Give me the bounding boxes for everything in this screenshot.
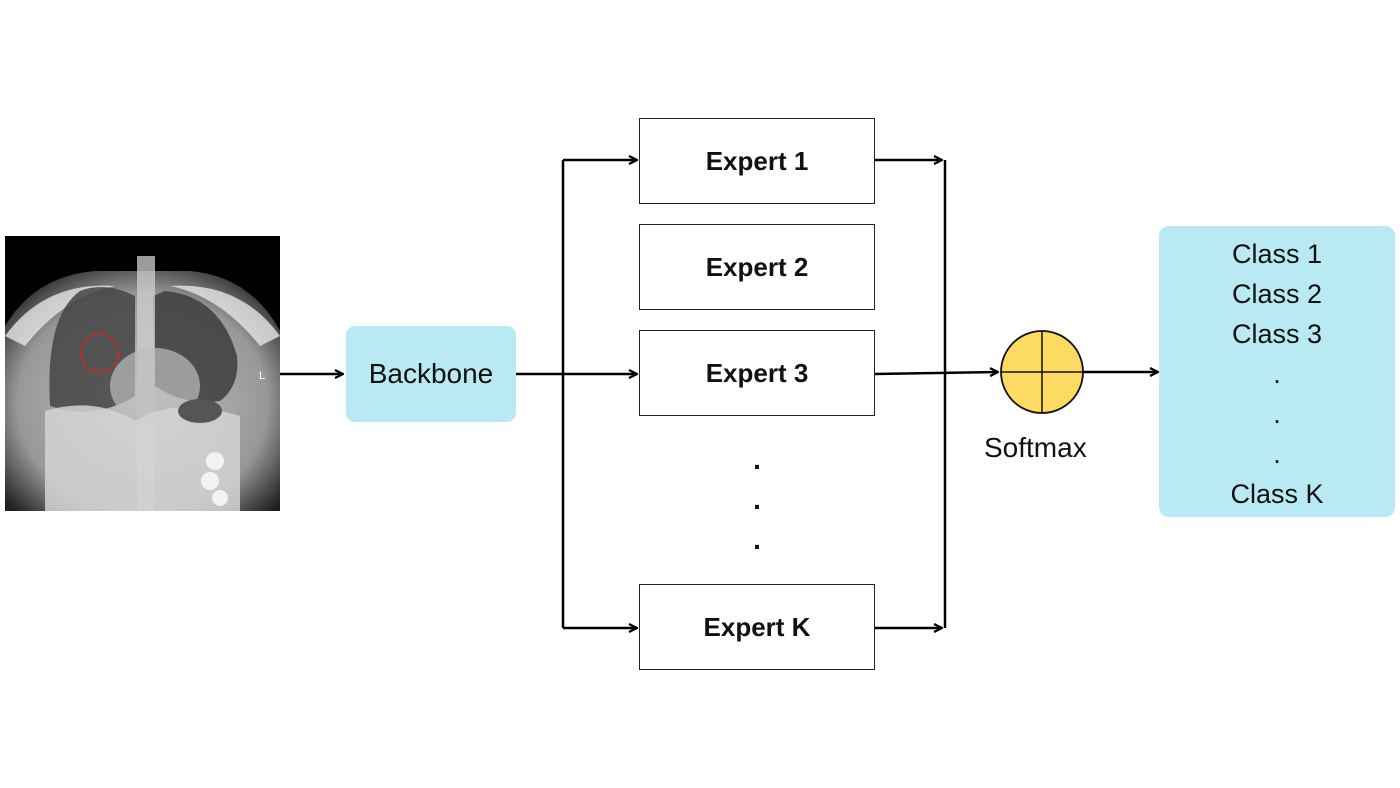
expert-1-label: Expert 1 — [705, 145, 809, 176]
class-2-label: Class 2 — [1231, 279, 1323, 309]
ellipsis-dot: . — [753, 524, 761, 555]
expert-ellipsis: . . . — [737, 440, 777, 560]
class-ellipsis-dot: . — [1273, 439, 1281, 469]
ellipsis-dot: . — [753, 444, 761, 475]
classes-output-box: Class 1 Class 2 Class 3 . . . Class K — [1159, 226, 1395, 517]
xray-side-marker: L — [259, 370, 265, 382]
softmax-label: Softmax — [984, 432, 1087, 463]
class-ellipsis-dot: . — [1273, 399, 1281, 429]
class-3-label: Class 3 — [1231, 319, 1323, 349]
expert-k-box: Expert K — [639, 584, 875, 670]
expert-2-label: Expert 2 — [705, 251, 809, 282]
expert-2-box: Expert 2 — [639, 224, 875, 310]
class-k-label: Class K — [1230, 479, 1324, 509]
lesion-highlight-circle — [79, 332, 121, 374]
arrow-expert3-to-softmax — [874, 372, 998, 374]
backbone-box: Backbone — [346, 326, 516, 422]
expert-3-box: Expert 3 — [639, 330, 875, 416]
backbone-label: Backbone — [368, 358, 494, 389]
xray-image: L — [5, 236, 280, 511]
softmax-node — [1000, 330, 1084, 414]
class-1-label: Class 1 — [1231, 239, 1323, 269]
class-ellipsis-dot: . — [1273, 359, 1281, 389]
expert-k-label: Expert K — [703, 611, 811, 642]
ellipsis-dot: . — [753, 484, 761, 515]
expert-1-box: Expert 1 — [639, 118, 875, 204]
xray-illustration: L — [5, 236, 280, 511]
expert-3-label: Expert 3 — [705, 357, 809, 388]
